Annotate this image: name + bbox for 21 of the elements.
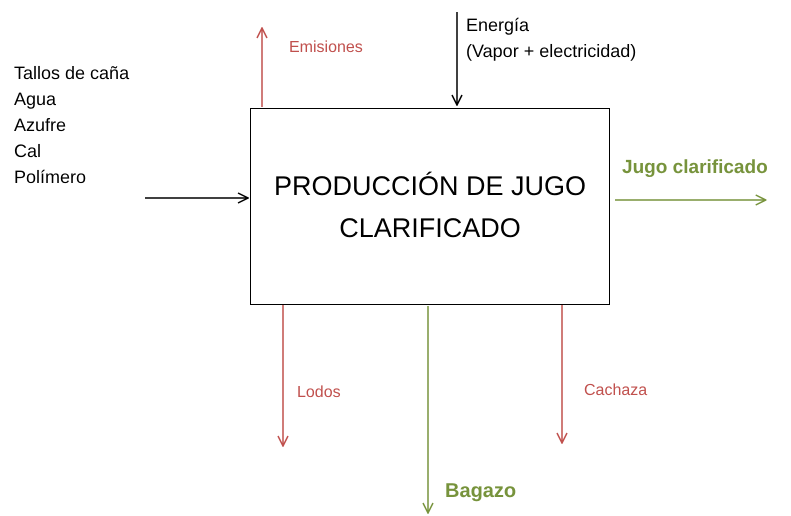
input-label: Tallos de caña xyxy=(14,62,130,85)
process-box xyxy=(250,108,610,305)
output-label: Bagazo xyxy=(445,479,516,503)
arrow xyxy=(615,194,766,206)
output-label: Jugo clarificado xyxy=(622,156,768,180)
arrow xyxy=(451,12,463,106)
input-label: Cal xyxy=(14,140,42,163)
arrow xyxy=(256,27,268,107)
output-label: Cachaza xyxy=(584,381,648,401)
energy-label: Energía xyxy=(466,14,530,37)
input-label: Polímero xyxy=(14,166,86,189)
output-label: Lodos xyxy=(297,383,341,403)
input-label: Azufre xyxy=(14,114,66,137)
arrow xyxy=(422,306,434,514)
energy-label: (Vapor + electricidad) xyxy=(466,40,636,63)
process-title: PRODUCCIÓN DE JUGO CLARIFICADO xyxy=(272,170,588,244)
arrow xyxy=(556,305,568,444)
output-label: Emisiones xyxy=(289,38,363,58)
input-label: Agua xyxy=(14,88,56,111)
arrow xyxy=(277,305,289,447)
arrow xyxy=(145,192,249,204)
